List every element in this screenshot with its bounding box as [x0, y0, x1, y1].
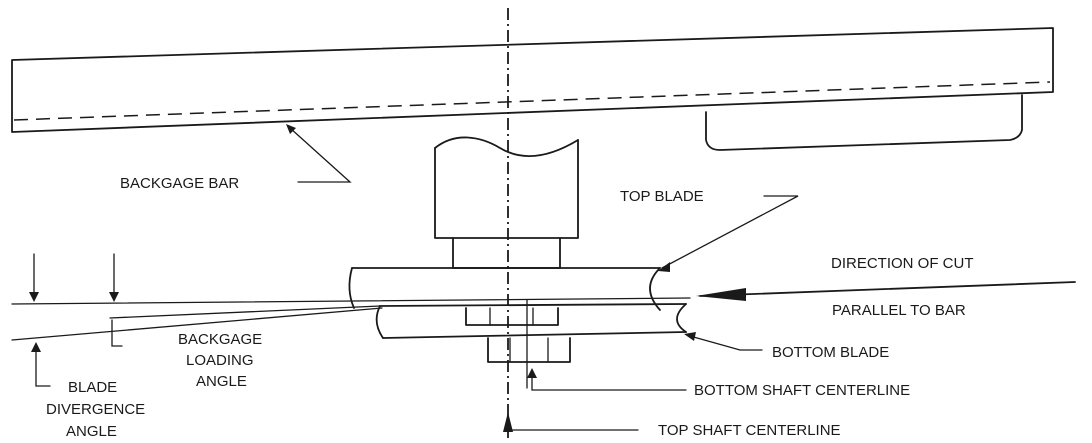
- label-backgage-bar: BACKGAGE BAR: [120, 175, 239, 192]
- label-backgage-loading-angle-2: LOADING: [186, 352, 254, 369]
- label-blade-divergence-angle-1: BLADE: [68, 379, 117, 396]
- angle-reference-lines: [11, 253, 691, 341]
- bottom-blade: [375, 303, 687, 339]
- bottom-shaft-nuts: [465, 307, 571, 363]
- label-bottom-shaft-centerline: BOTTOM SHAFT CENTERLINE: [694, 382, 910, 399]
- label-backgage-loading-angle-3: ANGLE: [196, 373, 247, 390]
- label-top-shaft-centerline: TOP SHAFT CENTERLINE: [658, 422, 841, 439]
- label-backgage-loading-angle-1: BACKGAGE: [178, 331, 262, 348]
- backgage-bar: [11, 27, 1054, 133]
- label-top-blade: TOP BLADE: [620, 188, 704, 205]
- leader-lines: [31, 124, 1076, 432]
- top-blade: [348, 267, 661, 311]
- top-shaft-housing: [434, 136, 579, 269]
- centerlines: [507, 8, 528, 438]
- label-direction-of-cut: DIRECTION OF CUT: [831, 255, 974, 272]
- bar-bracket: [705, 94, 1023, 151]
- label-parallel-to-bar: PARALLEL TO BAR: [832, 302, 966, 319]
- label-blade-divergence-angle-3: ANGLE: [66, 423, 117, 440]
- label-bottom-blade: BOTTOM BLADE: [772, 344, 889, 361]
- label-blade-divergence-angle-2: DIVERGENCE: [46, 401, 145, 418]
